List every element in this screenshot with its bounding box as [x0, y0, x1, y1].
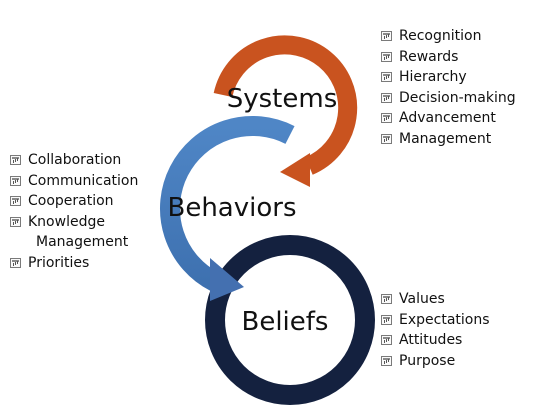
- table-icon: [381, 92, 392, 103]
- list-item: Decision-making: [381, 88, 516, 109]
- list-item-line: Knowledge: [28, 213, 105, 230]
- beliefs-factor-list: Values Expectations Attitudes Purpose: [381, 289, 490, 371]
- list-item-label: Management: [399, 130, 492, 147]
- list-item: Management: [381, 129, 516, 150]
- list-item-label: Purpose: [399, 352, 456, 369]
- table-icon: [381, 31, 392, 41]
- list-item-label: Expectations: [399, 311, 490, 328]
- list-item-line-continuation: Management: [36, 234, 129, 250]
- table-icon: [381, 113, 392, 123]
- list-item-label: Recognition: [399, 28, 482, 44]
- table-icon: [381, 355, 392, 366]
- list-item: Values: [381, 289, 490, 310]
- table-icon: [381, 314, 392, 325]
- systems-factor-list: Recognition Rewards Hierarchy Decision-m…: [381, 26, 516, 149]
- list-item: Advancement: [381, 108, 516, 129]
- table-icon: [10, 257, 21, 268]
- list-item-label: Advancement: [399, 110, 496, 126]
- list-item: Purpose: [381, 351, 490, 372]
- list-item: Hierarchy: [381, 67, 516, 88]
- list-item-label: Priorities: [28, 254, 90, 271]
- list-item: Rewards: [381, 47, 516, 68]
- systems-label: Systems: [227, 84, 338, 114]
- list-item-label: Communication: [28, 172, 139, 189]
- table-icon: [10, 175, 21, 186]
- beliefs-label: Beliefs: [242, 307, 329, 337]
- table-icon: [10, 196, 21, 206]
- table-icon: [10, 216, 21, 227]
- table-icon: [10, 155, 21, 165]
- behaviors-cycle: [160, 116, 295, 301]
- behaviors-arc: [160, 116, 295, 291]
- systems-cycle: [213, 35, 358, 187]
- table-icon: [381, 294, 392, 304]
- list-item: Communication: [10, 171, 138, 192]
- behaviors-label: Behaviors: [168, 193, 297, 223]
- list-item-label: Collaboration: [28, 152, 122, 168]
- list-item-label: Values: [399, 291, 445, 307]
- list-item: Recognition: [381, 26, 516, 47]
- table-icon: [381, 133, 392, 144]
- systems-arc: [213, 35, 358, 175]
- behaviors-arrowhead: [210, 258, 244, 301]
- list-item: Expectations: [381, 310, 490, 331]
- table-icon: [381, 72, 392, 82]
- list-item-label: Attitudes: [399, 332, 463, 348]
- list-item-label: Decision-making: [399, 89, 516, 106]
- list-item: Priorities: [10, 253, 138, 274]
- systems-arrowhead: [280, 153, 310, 187]
- list-item-label: Cooperation: [28, 193, 114, 209]
- list-item: Attitudes: [381, 330, 490, 351]
- list-item-label: Hierarchy: [399, 69, 467, 85]
- list-item-label: Rewards: [399, 48, 459, 65]
- beliefs-cycle: [205, 235, 375, 405]
- list-item: Cooperation: [10, 191, 138, 212]
- behaviors-factor-list: Collaboration Communication Cooperation …: [10, 150, 138, 273]
- list-item: Collaboration: [10, 150, 138, 171]
- beliefs-ring: [205, 235, 375, 405]
- table-icon: [381, 335, 392, 345]
- table-icon: [381, 51, 392, 62]
